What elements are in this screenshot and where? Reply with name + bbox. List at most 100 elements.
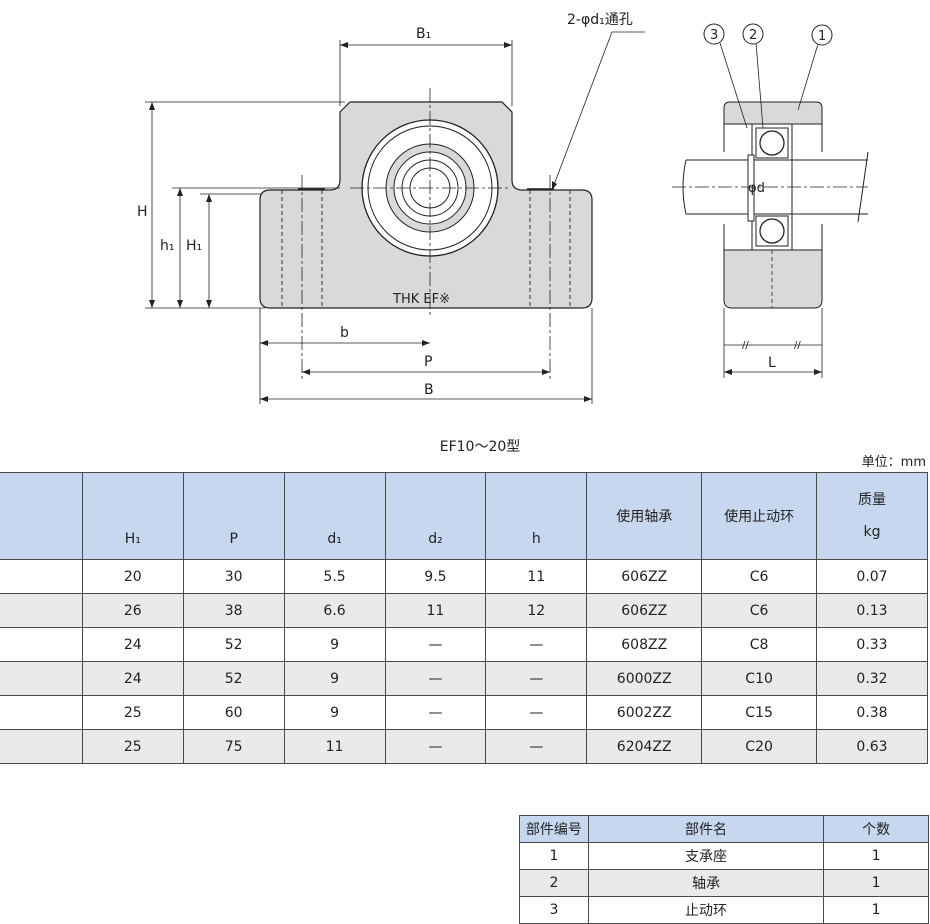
dim-b-label: b [340,325,349,341]
cell-mass: 0.13 [816,593,928,628]
cell-model [0,695,83,730]
cell-p: 30 [182,559,285,594]
header-bearing: 使用轴承 [586,472,703,560]
balloon-2 [742,23,764,45]
cell-part-qty: 1 [823,842,929,870]
cell-d2: 9.5 [384,559,487,594]
cell-model [0,627,83,662]
cell-mass: 0.32 [816,661,928,696]
cell-snap-ring: C10 [701,661,818,696]
cell-d1: 11 [283,729,386,764]
cell-p: 52 [182,627,285,662]
cell-p: 75 [182,729,285,764]
cell-d1: 9 [283,661,386,696]
cell-mass: 0.33 [816,627,928,662]
balloon-3-label: 3 [710,28,718,43]
cell-part-qty: 1 [823,869,929,897]
cell-part-name: 轴承 [587,869,825,897]
header-d2: d₂ [384,472,487,560]
cell-d2: — [384,661,487,696]
header-mass-label: 质量 [858,492,887,508]
balloon-2-label: 2 [749,28,757,43]
cell-d1: 5.5 [283,559,386,594]
cell-snap-ring: C15 [701,695,818,730]
header-h1: H₁ [81,472,184,560]
dim-p-label: P [424,354,432,370]
cell-d2: 11 [384,593,487,628]
cell-mass: 0.38 [816,695,928,730]
slash-left: // [742,340,749,351]
spec-header-row: H₁ P d₁ d₂ h 使用轴承 使用止动环 质量 kg [0,472,928,560]
cell-bearing: 6002ZZ [586,695,703,730]
cell-bearing: 606ZZ [586,559,703,594]
cell-d2: — [384,729,487,764]
cell-mass: 0.63 [816,729,928,764]
cell-mass: 0.07 [816,559,928,594]
dim-h1-small-label: h₁ [160,238,175,254]
cell-model [0,559,83,594]
dim-h1-cap-label: H₁ [186,238,202,254]
parts-header-row: 部件编号 部件名 个数 [519,815,929,843]
cell-p: 38 [182,593,285,628]
header-snap-ring: 使用止动环 [701,472,818,560]
cell-h: — [485,729,588,764]
drawing-caption: EF10～20型 [439,439,521,455]
cell-bearing: 6000ZZ [586,661,703,696]
header-model [0,472,83,560]
cell-part-qty: 1 [823,896,929,924]
balloon-1-label: 1 [818,29,826,44]
cell-model [0,661,83,696]
cell-model [0,729,83,764]
side-housing-upper [723,101,823,125]
dim-b-cap-label: B [424,382,434,398]
cell-bearing: 608ZZ [586,627,703,662]
phi-d-label: φd [748,181,765,196]
cell-snap-ring: C20 [701,729,818,764]
cell-h: — [485,627,588,662]
cell-p: 52 [182,661,285,696]
cell-h: — [485,695,588,730]
snap-ring [747,154,755,222]
header-d1: d₁ [283,472,386,560]
cell-h1: 25 [81,695,184,730]
parts-header-name: 部件名 [587,815,825,843]
cell-h1: 26 [81,593,184,628]
cell-part-name: 支承座 [587,842,825,870]
cell-snap-ring: C6 [701,559,818,594]
header-h: h [485,472,588,560]
header-mass: 质量 kg [816,472,928,560]
header-mass-unit: kg [863,524,881,540]
cell-part-number: 3 [519,896,589,924]
unit-label: 单位：mm [861,455,926,470]
balloon-3 [703,23,725,45]
dim-l-label: L [768,355,776,371]
cell-h: — [485,661,588,696]
header-p: P [182,472,285,560]
cell-bearing: 6204ZZ [586,729,703,764]
dim-h-label: H [137,204,148,220]
holes-label: 2-φd₁通孔 [567,12,633,28]
slash-right: // [794,340,801,351]
cell-d1: 9 [283,627,386,662]
cell-p: 60 [182,695,285,730]
cell-part-name: 止动环 [587,896,825,924]
cell-h: 11 [485,559,588,594]
cell-h: 12 [485,593,588,628]
side-housing-lower [723,249,823,309]
dim-b1-label: B₁ [416,26,431,42]
cell-d2: — [384,695,487,730]
cell-snap-ring: C6 [701,593,818,628]
cell-h1: 25 [81,729,184,764]
cell-part-number: 1 [519,842,589,870]
balloon-1 [811,24,833,46]
